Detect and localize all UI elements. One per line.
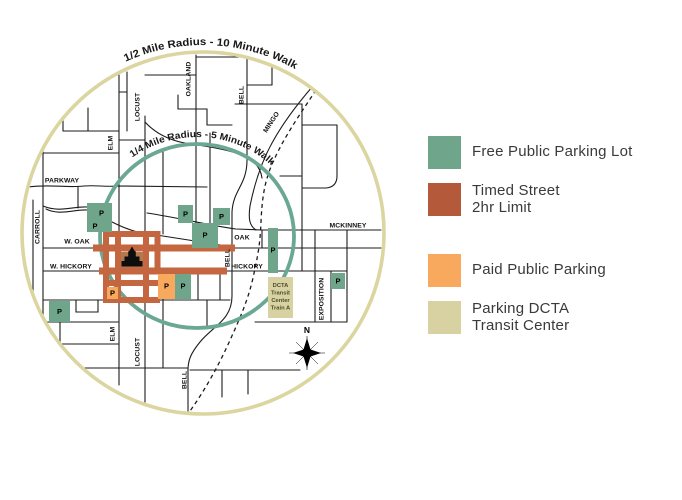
street-label-locust: LOCUST bbox=[134, 337, 141, 366]
parking-p-label: P bbox=[57, 307, 62, 316]
street-label-mckinney: MCKINNEY bbox=[329, 222, 366, 229]
parking-p-label: P bbox=[202, 231, 207, 240]
street-line bbox=[301, 124, 338, 189]
dcta-transit-center-box bbox=[268, 277, 293, 318]
street-label-exposition: EXPOSITION bbox=[318, 278, 325, 321]
street-label-oak: OAK bbox=[234, 234, 249, 241]
dcta-parking-swatch bbox=[428, 301, 461, 335]
legend-label-timed-street: Timed Street 2hr Limit bbox=[472, 182, 560, 216]
free-parking-lot bbox=[192, 223, 218, 248]
parking-p-label: P bbox=[92, 222, 97, 231]
free-parking-lot bbox=[175, 274, 191, 299]
railroad-track bbox=[189, 89, 317, 412]
compass-star bbox=[293, 338, 321, 368]
street-label-mingo: MINGO bbox=[262, 111, 281, 135]
legend-item-dcta-parking: Parking DCTA Transit Center bbox=[428, 300, 570, 335]
street-label-w-oak: W. OAK bbox=[64, 238, 90, 245]
dcta-transit-center-line: Train A bbox=[271, 306, 291, 312]
street-label-elm: ELM bbox=[107, 135, 114, 150]
street-line bbox=[187, 103, 248, 412]
parking-p-label: P bbox=[219, 212, 224, 221]
street-line bbox=[27, 185, 208, 188]
street-line bbox=[146, 212, 263, 231]
street-line bbox=[42, 205, 228, 247]
free-parking-lot bbox=[178, 205, 193, 223]
street-label-elm: ELM bbox=[109, 326, 116, 341]
paid-parking-lot bbox=[158, 274, 175, 299]
map-content bbox=[27, 54, 382, 412]
quarter-mile-ring bbox=[98, 142, 296, 330]
legend-label-free-parking: Free Public Parking Lot bbox=[472, 143, 633, 161]
parking-p-label: P bbox=[164, 282, 169, 291]
parking-p-label: P bbox=[335, 277, 340, 286]
free-parking-lot bbox=[213, 208, 230, 225]
free-parking-lot bbox=[49, 301, 70, 322]
parking-p-label: P bbox=[110, 289, 115, 298]
street-label-bell: BELL bbox=[238, 86, 245, 104]
parking-p-label: P bbox=[270, 246, 275, 255]
free-parking-lot bbox=[87, 203, 112, 232]
parking-p-label: P bbox=[99, 209, 104, 218]
street-label-w-hickory: W. HICKORY bbox=[50, 263, 92, 270]
compass-rose: N bbox=[289, 325, 325, 370]
street-line bbox=[75, 299, 99, 313]
half-mile-ring bbox=[20, 50, 386, 416]
legend-label-dcta-parking: Parking DCTA Transit Center bbox=[472, 300, 570, 334]
free-parking-swatch bbox=[428, 136, 461, 169]
legend-item-paid-parking: Paid Public Parking bbox=[428, 254, 606, 287]
free-parking-lot bbox=[268, 228, 278, 273]
parking-p-label: P bbox=[180, 282, 185, 291]
dcta-transit-center-line: Transit bbox=[271, 291, 290, 297]
street-label-carroll: CARROLL bbox=[34, 210, 41, 244]
dcta-transit-center-line: DCTA bbox=[273, 283, 289, 289]
street-label-oakland: OAKLAND bbox=[185, 62, 192, 97]
courthouse-icon bbox=[121, 246, 143, 267]
street-label-bell: BELL bbox=[181, 371, 188, 389]
legend-item-timed-street: Timed Street 2hr Limit bbox=[428, 182, 560, 217]
street-label-locust: LOCUST bbox=[134, 92, 141, 121]
street-label-bell: BELL bbox=[224, 249, 231, 267]
street-label-parkway: PARKWAY bbox=[45, 177, 80, 184]
free-parking-lot bbox=[331, 273, 345, 289]
parking-p-label: P bbox=[183, 210, 188, 219]
paid-parking-lot bbox=[107, 287, 118, 299]
timed-street-swatch bbox=[428, 183, 461, 217]
legend-label-paid-parking: Paid Public Parking bbox=[472, 261, 606, 279]
dcta-transit-center-line: Center bbox=[271, 298, 290, 304]
street-line bbox=[144, 121, 263, 179]
legend-item-free-parking: Free Public Parking Lot bbox=[428, 136, 633, 169]
paid-parking-swatch bbox=[428, 254, 461, 287]
street-label-hickory: HICKORY bbox=[231, 263, 263, 270]
compass-north-label: N bbox=[304, 325, 310, 335]
